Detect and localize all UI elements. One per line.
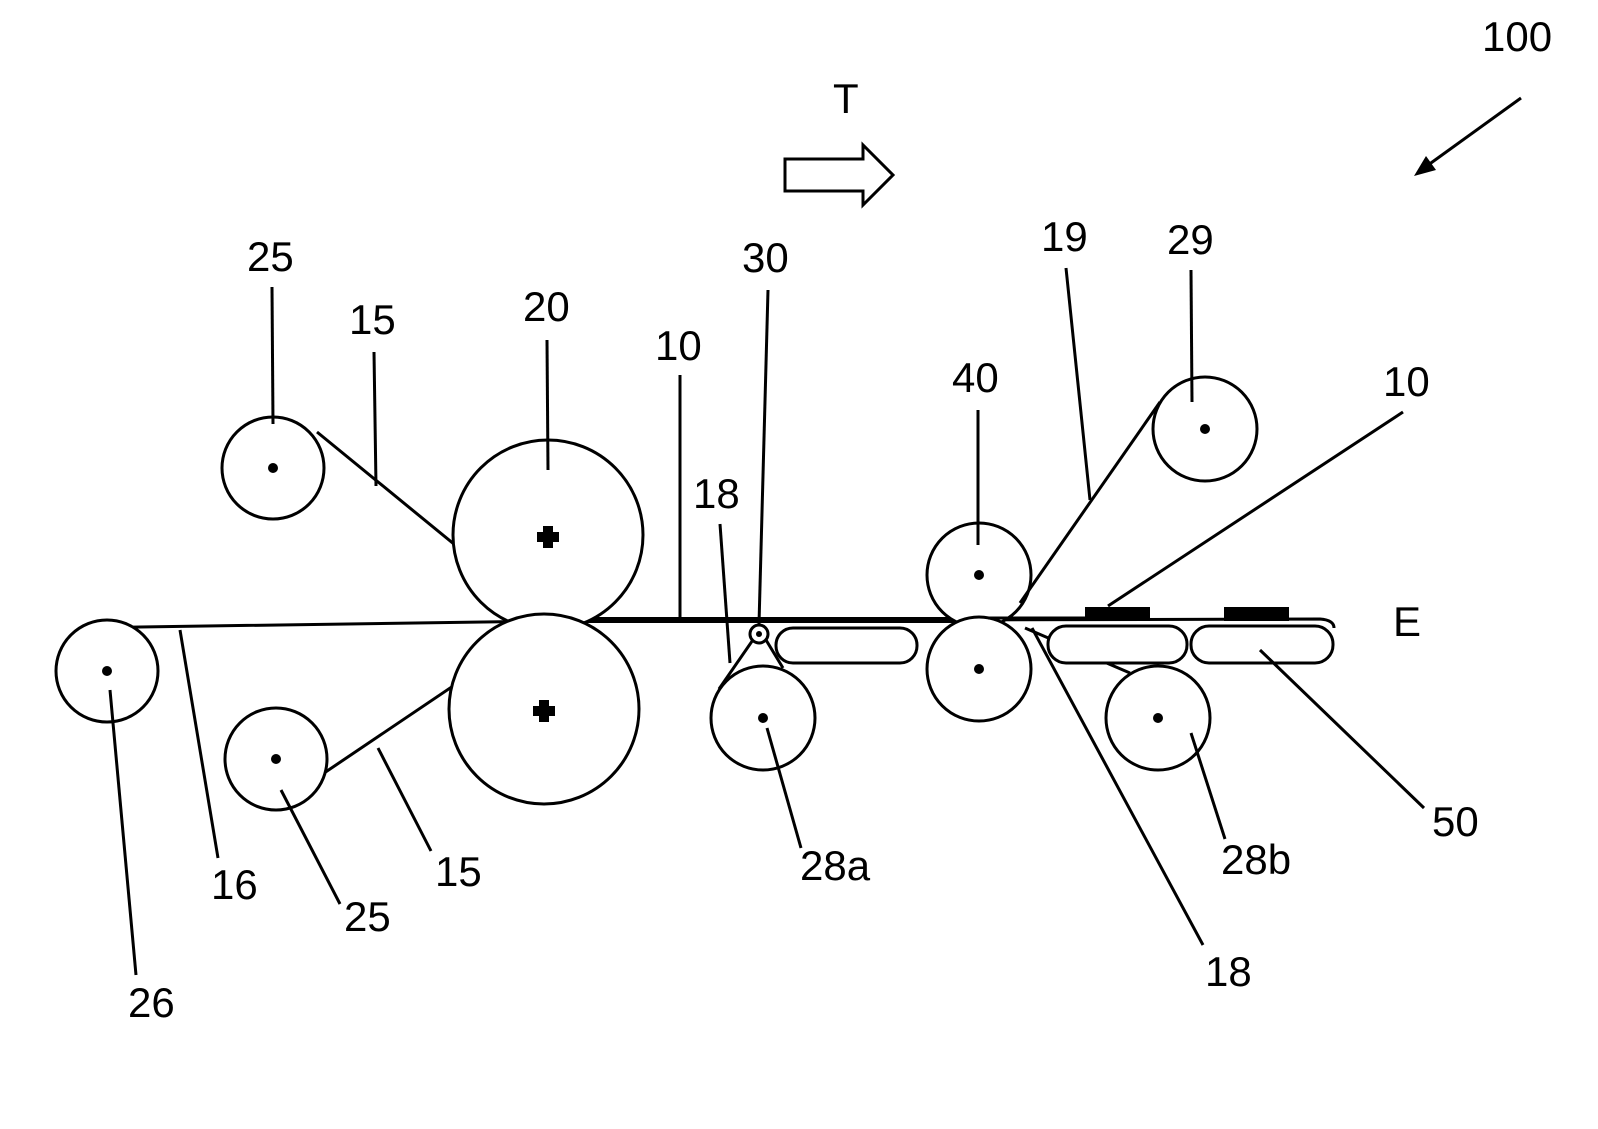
hub-25-lower (271, 754, 281, 764)
leader-50 (1260, 650, 1424, 808)
label-T: T (833, 75, 859, 122)
conveyor-pad-1 (776, 628, 917, 663)
leader-25-lower (281, 790, 340, 904)
hub-26 (102, 666, 112, 676)
label-10-left: 10 (655, 322, 702, 369)
hub-25-upper (268, 463, 278, 473)
leader-16 (180, 630, 218, 858)
label-15-upper: 15 (349, 296, 396, 343)
label-26: 26 (128, 979, 175, 1026)
label-10-right: 10 (1383, 358, 1430, 405)
label-50: 50 (1432, 798, 1479, 845)
label-40: 40 (952, 354, 999, 401)
label-15-lower: 15 (435, 848, 482, 895)
label-29: 29 (1167, 216, 1214, 263)
assembly-pointer-arrowhead (1414, 156, 1436, 176)
leader-18-left (720, 524, 730, 663)
leader-29 (1191, 270, 1192, 402)
conveyor-pad-3 (1191, 626, 1333, 663)
transport-direction-arrow (785, 145, 893, 205)
product-block-2 (1224, 607, 1289, 621)
leader-20 (547, 340, 548, 470)
leader-26 (110, 690, 136, 975)
leader-15-lower (378, 748, 431, 851)
leader-19 (1066, 268, 1090, 500)
leader-30 (759, 290, 768, 624)
label-18-left: 18 (693, 470, 740, 517)
label-E: E (1393, 598, 1421, 645)
hub-40-upper (974, 570, 984, 580)
hub-28b (1153, 713, 1163, 723)
label-28b: 28b (1221, 836, 1291, 883)
label-16: 16 (211, 861, 258, 908)
label-28a: 28a (800, 842, 871, 889)
hub-28a (758, 713, 768, 723)
label-18-right: 18 (1205, 948, 1252, 995)
liner-to-roll-29 (1020, 402, 1160, 603)
label-100: 100 (1482, 13, 1552, 60)
label-20: 20 (523, 283, 570, 330)
label-25-lower: 25 (344, 893, 391, 940)
leader-25-upper (272, 287, 273, 424)
conveyor-pad-2 (1048, 626, 1187, 663)
product-block-1 (1085, 607, 1150, 621)
assembly-pointer-line (1424, 98, 1521, 168)
hub-40-lower (974, 664, 984, 674)
hub-29 (1200, 424, 1210, 434)
label-30: 30 (742, 234, 789, 281)
leader-28b (1191, 733, 1225, 839)
leader-15-upper (374, 352, 376, 486)
label-25-upper: 25 (247, 233, 294, 280)
cutter-30-dot (756, 631, 762, 637)
label-19: 19 (1041, 213, 1088, 260)
